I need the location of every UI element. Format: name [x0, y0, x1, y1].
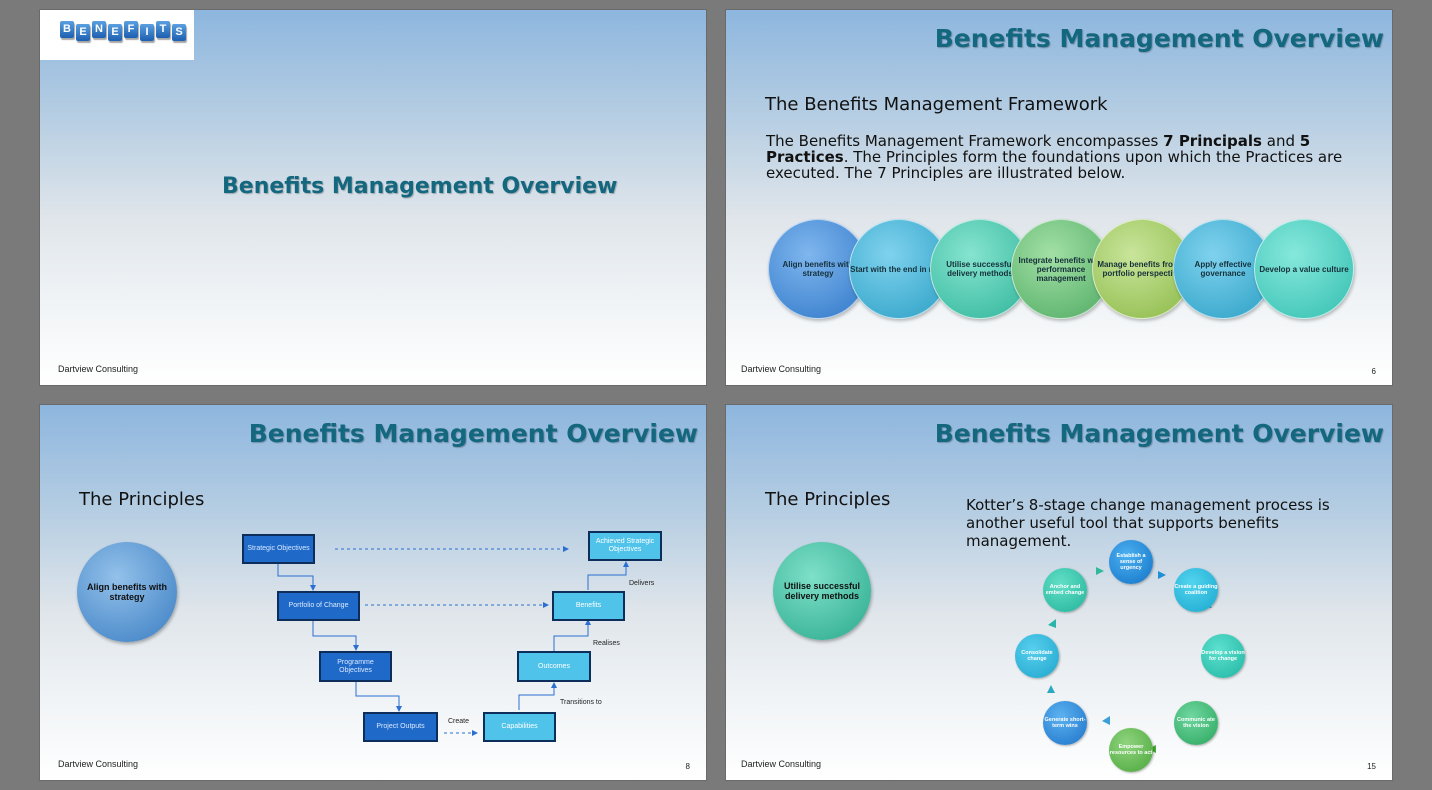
box-label: Benefits: [575, 602, 602, 609]
stage-label: Establish a sense of urgency: [1116, 553, 1146, 571]
box-label: Outcomes: [538, 662, 570, 670]
logo-letter: B: [60, 21, 74, 38]
logo-letter: I: [140, 24, 154, 41]
flow-box: Strategic Objectives: [242, 534, 315, 564]
relation-label: Create: [448, 718, 470, 725]
logo-letter: T: [156, 21, 170, 38]
para-text: and: [1262, 132, 1300, 150]
stage-node: Develop a vision for change: [1201, 634, 1245, 678]
slide-title-text: Benefits Management Overview: [934, 419, 1384, 448]
flow-box: Outcomes: [517, 651, 591, 682]
slide-title-text: Benefits Management Overview: [222, 174, 618, 199]
footer-company: Dartview Consulting: [741, 364, 822, 374]
logo-letter: E: [108, 24, 122, 41]
box-label: Capabilities: [501, 723, 538, 730]
stage-node: Establish a sense of urgency: [1109, 540, 1153, 584]
stage-label: Create a guiding coalition: [1174, 584, 1218, 596]
framework-heading: The Benefits Management Framework: [765, 94, 1108, 115]
stage-label: Communic ate the vision: [1177, 717, 1215, 729]
logo-letter: S: [172, 24, 186, 41]
principle-circle: Develop a value culture: [1254, 219, 1354, 319]
principle-circle: Utilise successful delivery methods: [773, 542, 871, 640]
logo-letter: E: [76, 24, 90, 41]
principles-heading: The Principles: [765, 489, 891, 510]
flow-box: Capabilities: [483, 712, 556, 742]
flow-box: Project Outputs: [363, 712, 438, 742]
stage-label: Generate short-term wins: [1044, 717, 1086, 729]
principle-label: Apply effective governance: [1194, 260, 1252, 278]
box-label: Portfolio of Change: [288, 602, 349, 609]
stage-node: Anchor and embed change: [1043, 568, 1087, 612]
flow-box: Achieved Strategic Objectives: [588, 531, 662, 561]
footer-company: Dartview Consulting: [58, 364, 139, 374]
slide-title-text: Benefits Management Overview: [934, 24, 1384, 53]
stage-node: Empower resources to act: [1109, 728, 1153, 772]
page-number: 8: [685, 762, 690, 771]
flow-box: Portfolio of Change: [277, 591, 360, 621]
footer-company: Dartview Consulting: [741, 759, 822, 769]
relation-label: Delivers: [629, 580, 655, 587]
principle-circle: Align benefits with strategy: [77, 542, 177, 642]
box-label: Project Outputs: [376, 723, 425, 730]
logo-letter: N: [92, 21, 106, 38]
relation-label: Transitions to: [560, 699, 602, 706]
benefits-logo: B E N E F I T S: [40, 10, 194, 60]
principle-label: Develop a value culture: [1259, 264, 1349, 274]
box-label: Strategic Objectives: [247, 545, 310, 552]
kotter-paragraph: Kotter’s 8-stage change management proce…: [966, 496, 1330, 550]
principle-label: Utilise successful delivery methods: [946, 260, 1014, 278]
page-number: 15: [1367, 762, 1376, 771]
stage-node: Create a guiding coalition: [1174, 568, 1218, 612]
principle-label: Manage benefits from a portfolio perspec…: [1097, 260, 1187, 278]
stage-node: Consolidate change: [1015, 634, 1059, 678]
page-number: 6: [1371, 367, 1376, 376]
relation-label: Realises: [593, 640, 620, 647]
stage-label: Anchor and embed change: [1045, 584, 1085, 596]
flow-box: Programme Objectives: [319, 651, 392, 682]
box-label: Achieved Strategic Objectives: [595, 538, 655, 553]
stage-node: Generate short-term wins: [1043, 701, 1087, 745]
slide-framework: Benefits Management Overview The Benefit…: [726, 10, 1392, 385]
stage-label: Empower resources to act: [1109, 744, 1153, 756]
stage-label: Consolidate change: [1021, 650, 1053, 662]
slide-principles-flow: Benefits Management Overview The Princip…: [40, 405, 706, 780]
principle-label: Align benefits with strategy: [782, 260, 854, 278]
para-text: The Benefits Management Framework encomp…: [766, 132, 1164, 150]
principle-label: Align benefits with strategy: [87, 582, 167, 602]
box-label: Programme Objectives: [337, 658, 374, 674]
principle-label: Utilise successful delivery methods: [783, 581, 861, 601]
framework-paragraph: The Benefits Management Framework encomp…: [766, 133, 1366, 181]
para-text: . The Principles form the foundations up…: [766, 148, 1343, 182]
slide-title-text: Benefits Management Overview: [248, 419, 698, 448]
stage-label: Develop a vision for change: [1201, 650, 1245, 662]
logo-letter: F: [124, 21, 138, 38]
flow-box: Benefits: [552, 591, 625, 621]
slide-kotter: Benefits Management Overview The Princip…: [726, 405, 1392, 780]
para-bold: 5 Practices: [766, 132, 1311, 166]
flow-connectors: [277, 546, 629, 736]
principles-heading: The Principles: [79, 489, 205, 510]
stage-node: Communic ate the vision: [1174, 701, 1218, 745]
principle-label: Start with the end in mind: [850, 264, 948, 274]
footer-company: Dartview Consulting: [58, 759, 139, 769]
slide-title: B E N E F I T S Benefits Management Over…: [40, 10, 706, 385]
para-bold: 7 Principals: [1163, 132, 1262, 150]
principle-label: Integrate benefits with performance mana…: [1018, 255, 1104, 283]
